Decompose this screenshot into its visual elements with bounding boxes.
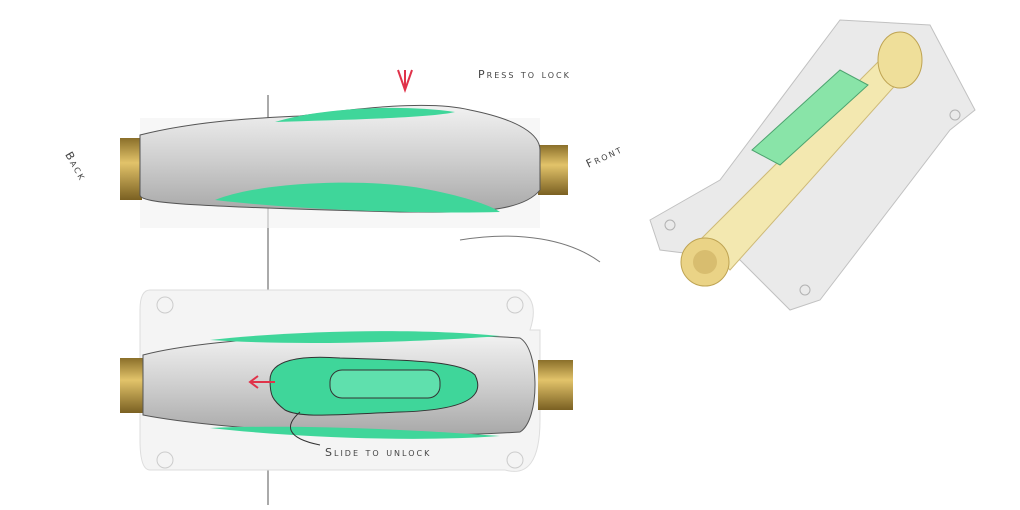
back-connector xyxy=(120,138,142,200)
slide-arrow-icon xyxy=(248,375,275,389)
front-connector xyxy=(538,145,568,195)
slide-to-unlock-label: Slide to unlock xyxy=(325,446,432,459)
press-arrow-icon xyxy=(397,69,413,94)
render-3d xyxy=(649,19,976,311)
press-button-green xyxy=(275,107,455,122)
pcb-green xyxy=(751,69,869,166)
top-view xyxy=(120,289,573,472)
side-view xyxy=(120,69,601,263)
grip-green xyxy=(215,182,500,213)
press-to-lock-label: Press to lock xyxy=(478,68,571,81)
